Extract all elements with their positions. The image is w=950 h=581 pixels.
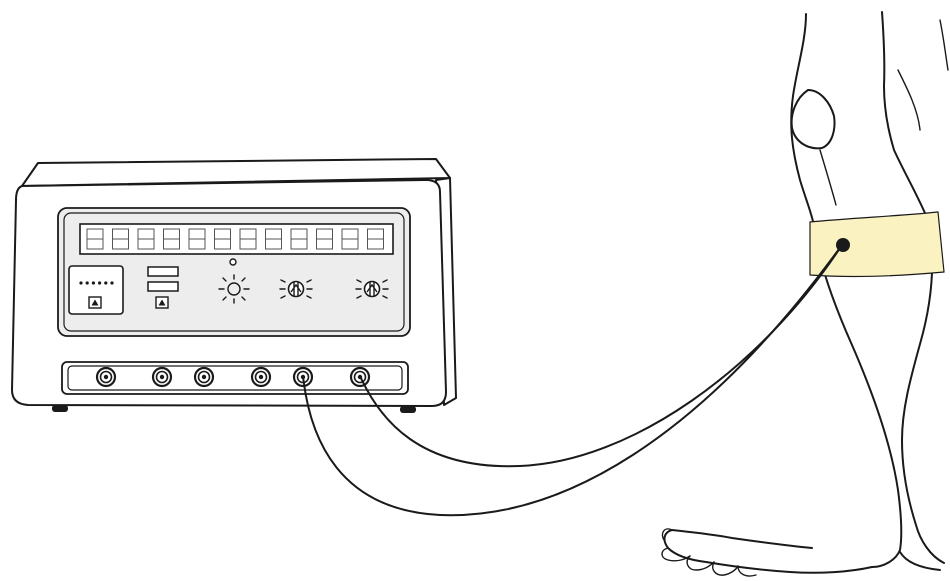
brightness-icon[interactable] — [218, 274, 250, 304]
led-indicator — [85, 281, 89, 285]
output-strip — [61, 361, 409, 395]
device-top — [21, 158, 451, 187]
lead-cables — [302, 238, 850, 517]
output-strip-inner — [67, 365, 403, 391]
display-digit — [86, 228, 104, 250]
toe — [661, 547, 691, 562]
output-jack[interactable] — [151, 366, 173, 388]
display-digit — [239, 228, 257, 250]
led-row — [79, 281, 114, 285]
intensity-knob-icon[interactable] — [355, 279, 389, 299]
display-digits — [86, 228, 384, 250]
leg — [661, 11, 949, 577]
display-digit — [214, 228, 231, 250]
up-arrow-icon — [91, 299, 99, 306]
led-indicator — [104, 281, 108, 285]
led-indicator — [79, 281, 83, 285]
display-digit — [265, 228, 282, 250]
mode-switch-upper[interactable] — [147, 266, 179, 277]
leg-front-outline — [881, 11, 945, 564]
toe — [712, 561, 739, 576]
lead-cable — [302, 244, 843, 517]
display-digit — [163, 228, 180, 250]
shin-line — [897, 69, 921, 131]
up-arrow-icon — [158, 299, 166, 306]
indicator-dot — [229, 258, 237, 266]
toe — [686, 555, 715, 571]
device-foot — [52, 405, 68, 412]
display-digit — [112, 228, 129, 250]
output-jack[interactable] — [193, 366, 215, 388]
display-digit — [188, 228, 206, 250]
intensity-knob-icon[interactable] — [279, 279, 313, 299]
digital-display — [79, 223, 394, 255]
heel — [899, 551, 941, 571]
control-panel-inner — [63, 212, 405, 332]
output-jack[interactable] — [95, 366, 117, 388]
led-indicator — [98, 281, 102, 285]
display-digit — [367, 228, 384, 250]
display-digit — [341, 228, 359, 250]
led-indicator — [91, 281, 95, 285]
lead-cable — [359, 244, 843, 468]
toe — [737, 565, 757, 577]
stimulator-device — [11, 158, 457, 413]
toe — [661, 528, 673, 541]
led-module[interactable] — [68, 265, 124, 315]
foot-outline — [663, 529, 873, 574]
mode-switch-lower[interactable] — [147, 281, 179, 292]
leg-back-outline — [790, 13, 903, 568]
electrode-contact — [836, 238, 850, 252]
thigh-line — [939, 19, 949, 71]
device-foot — [400, 406, 416, 413]
knee-line — [819, 149, 837, 206]
knee-cap — [790, 89, 836, 150]
output-jacks — [95, 366, 371, 388]
led-indicator — [110, 281, 114, 285]
display-digit — [290, 228, 308, 250]
electrode-cuff — [809, 211, 945, 278]
output-jack[interactable] — [250, 366, 272, 388]
display-digit — [137, 228, 155, 250]
display-digit — [316, 228, 333, 250]
